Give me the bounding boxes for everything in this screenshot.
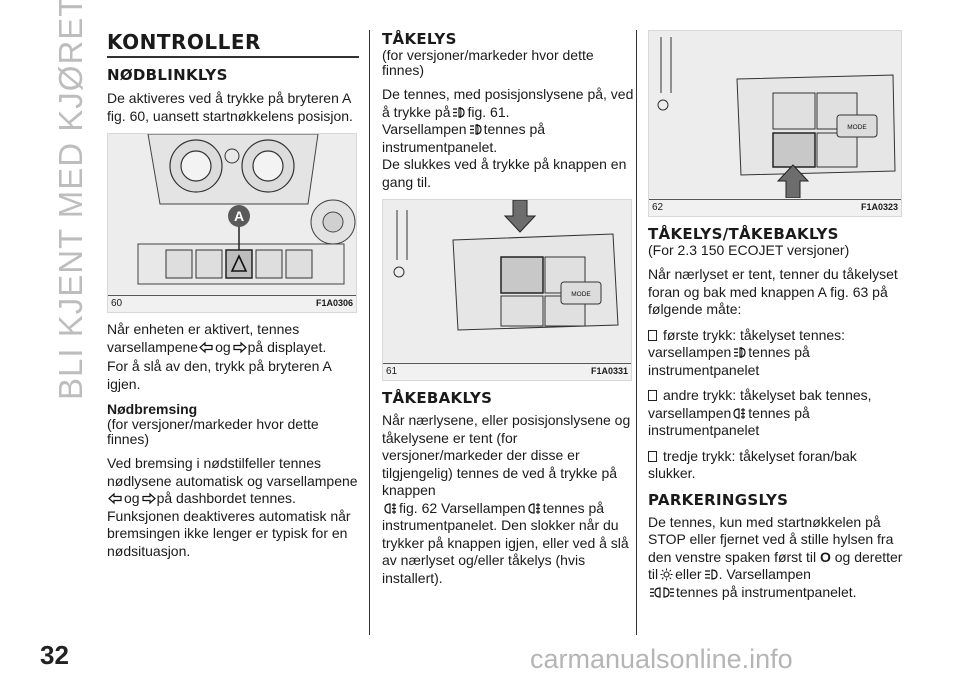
text-run: Når nærlysene, eller posisjonslysene og …	[382, 412, 631, 498]
rear-fog-switch-illustration: MODE	[649, 31, 901, 199]
text-run: tennes på instrumentpanelet	[648, 404, 810, 439]
section-title: KONTROLLER	[107, 30, 261, 54]
figure-code: F1A0306	[315, 298, 353, 308]
figure-code: F1A0331	[590, 366, 628, 376]
text-run: og	[834, 548, 851, 565]
text-run: tennes på instrumentpanelet.	[676, 583, 857, 600]
figure-60: A 60 F1A0306	[107, 133, 357, 313]
bullet-marker	[648, 329, 657, 341]
figure-number: 60	[111, 298, 123, 309]
ecojet-note: (For 2.3 150 ECOJET versjoner)	[648, 242, 850, 258]
text-run: Varsellampen	[382, 121, 467, 137]
callout-a: A	[234, 208, 244, 224]
rear-fog-icon	[527, 502, 542, 515]
text-run: deretter til	[648, 548, 903, 583]
bullet-third-press: tredje trykk: tåkelyset foran/bak slukke…	[648, 448, 904, 483]
front-fog-icon	[732, 346, 747, 359]
figure-code: F1A0323	[860, 202, 898, 212]
watermark: carmanualsonline.info	[530, 644, 793, 674]
text-run: andre trykk: tåkelyset bak tennes, varse…	[648, 387, 872, 421]
text-run: tennes på instrumentpanelet. Den slokker…	[382, 499, 629, 586]
mode-label: MODE	[571, 291, 591, 298]
text-run: De tennes, kun med startnøkkelen på STOP…	[648, 513, 894, 565]
switch-off-text: For å slå av den, trykk på bryteren A ig…	[107, 358, 332, 392]
text-run: . Varsellampen	[718, 566, 811, 582]
front-fog-icon	[468, 123, 483, 136]
text-run: og	[124, 490, 140, 506]
column-3: MODE 62 F1A0323 TÅKELYS/TÅKEBAKLYS (For …	[648, 30, 904, 609]
text-run: på displayet.	[247, 338, 327, 355]
parking-heading: PARKERINGSLYS	[648, 490, 789, 509]
text-run: eller	[675, 566, 702, 582]
parking-light-icon	[649, 586, 675, 599]
side-section-title: BLI KJENT MED KJØRETØYET	[52, 0, 89, 400]
text-run: De slukkes ved å trykke på knappen en ga…	[382, 156, 627, 190]
emergency-note: (for versjoner/markeder hvor dette finne…	[107, 416, 319, 447]
hazard-heading: NØDBLINKLYS	[107, 66, 228, 84]
rear-fog-icon	[732, 407, 747, 420]
text-run: fig. 61.	[467, 103, 510, 120]
text-run: første trykk: tåkelyset tennes: varsella…	[648, 326, 846, 361]
hazard-switch-illustration: A	[108, 133, 356, 294]
text-run: O	[819, 548, 831, 565]
hazard-text: De aktiveres ved å trykke på bryteren A …	[107, 90, 353, 124]
rear-fog-text: Når nærlysene, eller posisjonslysene og …	[382, 412, 634, 587]
fog-note: (for versjoner/markeder hvor dette finne…	[382, 47, 594, 78]
column-divider	[636, 30, 637, 635]
figure-caption: 62 F1A0323	[649, 199, 901, 216]
text-run: De tennes, med posisjonslysene på, ved å…	[382, 86, 634, 120]
fog-rear-fog-heading: TÅKELYS/TÅKEBAKLYS	[648, 225, 839, 243]
text-run: og	[215, 338, 231, 355]
parking-text: De tennes, kun med startnøkkelen på STOP…	[648, 514, 904, 602]
text-run: Når enheten er aktivert, tennes varsella…	[107, 321, 300, 355]
column-1: KONTROLLER NØDBLINKLYS De aktiveres ved …	[107, 30, 359, 568]
turn-signal-right-icon	[232, 341, 247, 354]
text-run: tennes på instrumentpanelet.	[382, 121, 546, 155]
column-2: TÅKELYS (for versjoner/markeder hvor det…	[382, 30, 634, 595]
figure-number: 62	[652, 202, 664, 213]
emergency-heading: Nødbremsing	[107, 401, 198, 417]
title-rule	[107, 56, 359, 58]
bullet-marker	[648, 390, 657, 401]
text-run: på dashbordet tennes. Funksjonen deaktiv…	[107, 490, 351, 559]
bullet-first-press: første trykk: tåkelyset tennes: varsella…	[648, 327, 904, 380]
position-light-icon	[703, 568, 718, 581]
text-run: fig. 62 Varsellampen	[399, 499, 526, 516]
text-run: tredje trykk: tåkelyset foran/bak slukke…	[648, 447, 857, 482]
text-run: tennes på instrumentpanelet	[648, 344, 810, 378]
figure-number: 61	[386, 366, 398, 377]
turn-signal-right-icon	[141, 492, 156, 505]
turn-signal-left-icon	[108, 492, 123, 505]
figure-caption: 60 F1A0306	[108, 295, 356, 312]
turn-signal-left-icon	[199, 341, 214, 354]
figure-61: MODE 61 F1A0331	[382, 199, 632, 381]
rear-fog-heading: TÅKEBAKLYS	[382, 389, 493, 407]
mode-label: MODE	[847, 124, 867, 131]
fog-switch-illustration: MODE	[383, 199, 631, 362]
rear-fog-icon	[383, 502, 398, 515]
figure-62: MODE 62 F1A0323	[648, 30, 902, 217]
fog-text: De tennes, med posisjonslysene på, ved å…	[382, 86, 634, 191]
bullet-marker	[648, 450, 657, 462]
emergency-text: Ved bremsing i nødstilfeller tennes nødl…	[107, 455, 359, 560]
page-number: 32	[40, 640, 69, 670]
figure-caption: 61 F1A0331	[383, 363, 631, 380]
position-light-icon	[659, 568, 674, 581]
front-fog-icon	[451, 106, 466, 119]
activated-text: Når enheten er aktivert, tennes varsella…	[107, 321, 359, 356]
fog-procedure-text: Når nærlyset er tent, tenner du tåkelyse…	[648, 266, 898, 317]
text-run: Ved bremsing i nødstilfeller tennes nødl…	[107, 455, 358, 489]
column-divider	[369, 30, 370, 635]
bullet-second-press: andre trykk: tåkelyset bak tennes, varse…	[648, 387, 904, 440]
fog-heading: TÅKELYS	[382, 30, 457, 48]
